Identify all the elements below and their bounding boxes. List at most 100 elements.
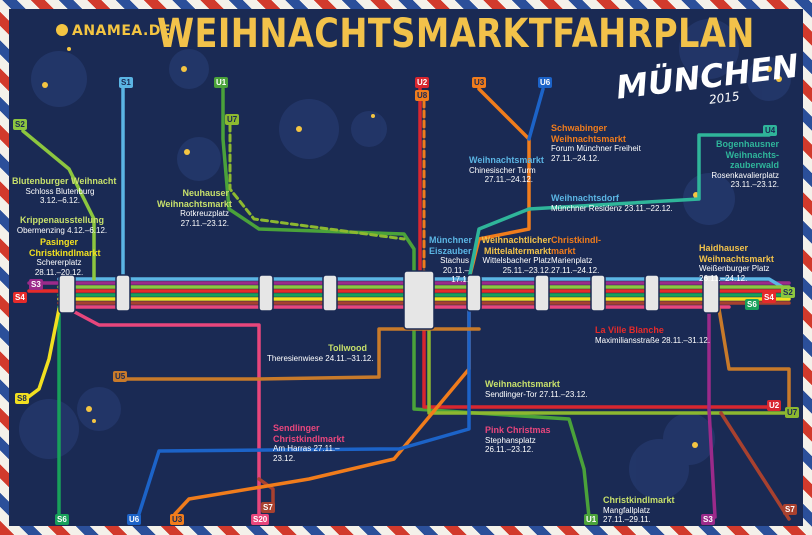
market-dates: 27.11.–24.12.	[551, 153, 600, 163]
station-block[interactable]	[322, 274, 338, 312]
line-badge-u1[interactable]: U1	[214, 77, 229, 88]
market-place: Stephansplatz	[485, 435, 536, 445]
market-dates: 27.11.–23.12.	[273, 444, 340, 463]
station-block[interactable]	[403, 270, 435, 330]
market-dates: 27.11.–24.12.	[484, 175, 533, 184]
line-badge-u2-east[interactable]: U2	[767, 400, 782, 411]
station-block[interactable]	[58, 274, 76, 314]
market-dates: 25.11.–23.12.	[502, 265, 551, 275]
line-badge-u8[interactable]: U8	[415, 90, 430, 101]
market-place: Schloss Blutenburg	[25, 186, 95, 196]
market-label-ville-blanche[interactable]: La Ville Blanche Maximiliansstraße 28.11…	[595, 325, 710, 345]
route-line-u5-east[interactable]	[717, 307, 791, 409]
market-label-harras[interactable]: Sendlinger Christkindlmarkt Am Harras 27…	[273, 423, 353, 463]
line-badge-s3-south[interactable]: S3	[701, 514, 715, 525]
market-name: Bogenhausner Weihnachts-zauberwald	[715, 139, 779, 170]
line-badge-s4[interactable]: S4	[13, 292, 27, 303]
line-badge-s6-east[interactable]: S6	[745, 299, 759, 310]
line-badge-s2[interactable]: S2	[13, 119, 27, 130]
line-badge-u5[interactable]: U5	[113, 371, 128, 382]
route-line-u1[interactable]	[221, 87, 416, 281]
market-name: Sendlinger Christkindlmarkt	[273, 423, 345, 444]
station-block[interactable]	[115, 274, 131, 312]
route-line-s2[interactable]	[21, 129, 96, 281]
market-label-marienplatz[interactable]: Christkindl-markt Marienplatz 27.11.–24.…	[551, 235, 603, 275]
line-badge-u3-south[interactable]: U3	[170, 514, 185, 525]
market-label-tollwood[interactable]: Tollwood Theresienwiese 24.11.–31.12.	[267, 343, 374, 363]
market-label-wittelsbacher[interactable]: Weihnachtlicher Mittelaltermarkt Wittels…	[481, 235, 551, 275]
route-line-s20[interactable]	[67, 307, 261, 519]
market-place: Münchner Residenz	[551, 203, 623, 213]
market-label-sendlinger-tor[interactable]: Weihnachtsmarkt Sendlinger-Tor 27.11.–23…	[485, 379, 588, 399]
route-line-u1-south[interactable]	[412, 307, 591, 519]
market-place: Schererplatz	[36, 258, 82, 267]
market-place: Sendlinger-Tor	[485, 389, 538, 399]
station-block[interactable]	[702, 274, 720, 314]
market-label-pasing[interactable]: Pasinger Christkindlmarkt Schererplatz 2…	[29, 237, 101, 277]
line-badge-u1-south[interactable]: U1	[584, 514, 599, 525]
market-dates: 27.11.–24.12.	[551, 265, 600, 275]
market-dates: 4.12.–6.12.	[67, 225, 108, 235]
route-line-s8[interactable]	[21, 307, 61, 403]
line-badge-u6[interactable]: U6	[538, 77, 553, 88]
market-name: Münchner Eiszauber	[429, 235, 473, 256]
line-badge-s7-east[interactable]: S7	[783, 504, 797, 515]
market-name: Weihnachtsmarkt	[469, 155, 544, 165]
market-name: Christkindlmarkt	[603, 495, 675, 505]
market-label-stephansplatz[interactable]: Pink Christmas Stephansplatz 26.11.–23.1…	[485, 425, 551, 455]
route-line-u4[interactable]	[467, 133, 771, 281]
line-badge-u2[interactable]: U2	[415, 77, 430, 88]
route-line-u6-south[interactable]	[137, 307, 471, 516]
market-label-neuhausen[interactable]: Neuhauser Weihnachtsmarkt Rotkreuzplatz …	[157, 188, 232, 228]
market-dates: 23.11.–23.12.	[730, 180, 779, 189]
market-dates: 24.11.–31.12.	[325, 353, 374, 363]
market-name: Weihnachtsdorf	[551, 193, 619, 203]
market-name: Weihnachtsmarkt	[485, 379, 560, 389]
station-block[interactable]	[534, 274, 550, 312]
route-line-s3-south[interactable]	[707, 307, 717, 519]
route-line-u7-east[interactable]	[427, 307, 791, 415]
line-badge-u7-east[interactable]: U7	[785, 407, 800, 418]
line-badge-u4[interactable]: U4	[763, 125, 778, 136]
line-badge-s8[interactable]: S8	[15, 393, 29, 404]
line-badge-s6[interactable]: S6	[55, 514, 69, 525]
market-name: Haidhauser Weihnachtsmarkt	[699, 243, 774, 264]
market-label-chinesischer-turm[interactable]: Weihnachtsmarkt Chinesischer Turm 27.11.…	[469, 155, 544, 185]
market-label-stachus[interactable]: Münchner Eiszauber Stachus 20.11.–17.1.	[429, 235, 473, 285]
market-dates: 20.11.–17.1.	[442, 265, 469, 285]
station-block[interactable]	[590, 274, 606, 312]
star-dots	[42, 47, 782, 448]
brand-dot-icon	[56, 24, 68, 36]
line-badge-s2-east[interactable]: S2	[781, 287, 795, 298]
market-dates: 27.11.–23.12.	[539, 389, 588, 399]
market-name: Krippenausstellung	[19, 215, 104, 225]
station-block[interactable]	[466, 274, 482, 312]
market-label-residenz[interactable]: Weihnachtsdorf Münchner Residenz 23.11.–…	[551, 193, 673, 213]
bokeh-lights	[19, 19, 791, 499]
market-label-krippen[interactable]: Krippenausstellung Obermenzing 4.12.–6.1…	[12, 215, 112, 235]
line-badge-s4-east[interactable]: S4	[762, 292, 776, 303]
market-label-blutenburg[interactable]: Blutenburger Weihnacht Schloss Blutenbur…	[12, 176, 116, 206]
market-label-mangfallplatz[interactable]: Christkindlmarkt Mangfallplatz 27.11.–29…	[603, 495, 675, 525]
line-badge-u3[interactable]: U3	[472, 77, 487, 88]
line-badge-s3[interactable]: S3	[29, 279, 43, 290]
line-badge-s20[interactable]: S20	[251, 514, 270, 525]
station-block[interactable]	[644, 274, 660, 312]
route-line-u2-east[interactable]	[422, 307, 771, 409]
market-place: Weißenburger Platz	[699, 264, 770, 273]
line-badge-s7[interactable]: S7	[261, 502, 275, 513]
route-line-s7-east[interactable]	[719, 411, 791, 521]
line-badge-u7[interactable]: U7	[225, 114, 240, 125]
market-label-haidhausen[interactable]: Haidhauser Weihnachtsmarkt Weißenburger …	[699, 243, 774, 283]
route-line-u7[interactable]	[228, 123, 406, 241]
market-label-schwabing[interactable]: Schwabinger Weihnachtsmarkt Forum Münchn…	[551, 123, 641, 163]
market-name: La Ville Blanche	[595, 325, 664, 335]
market-name: Weihnachtlicher Mittelaltermarkt	[481, 235, 551, 256]
station-block[interactable]	[258, 274, 274, 312]
market-name: Neuhauser Weihnachtsmarkt	[157, 188, 232, 209]
market-label-bogenhausen[interactable]: Bogenhausner Weihnachts-zauberwald Rosen…	[699, 139, 779, 190]
line-badge-u6-south[interactable]: U6	[127, 514, 142, 525]
line-badge-s1[interactable]: S1	[119, 77, 133, 88]
route-line-u6[interactable]	[527, 87, 545, 141]
